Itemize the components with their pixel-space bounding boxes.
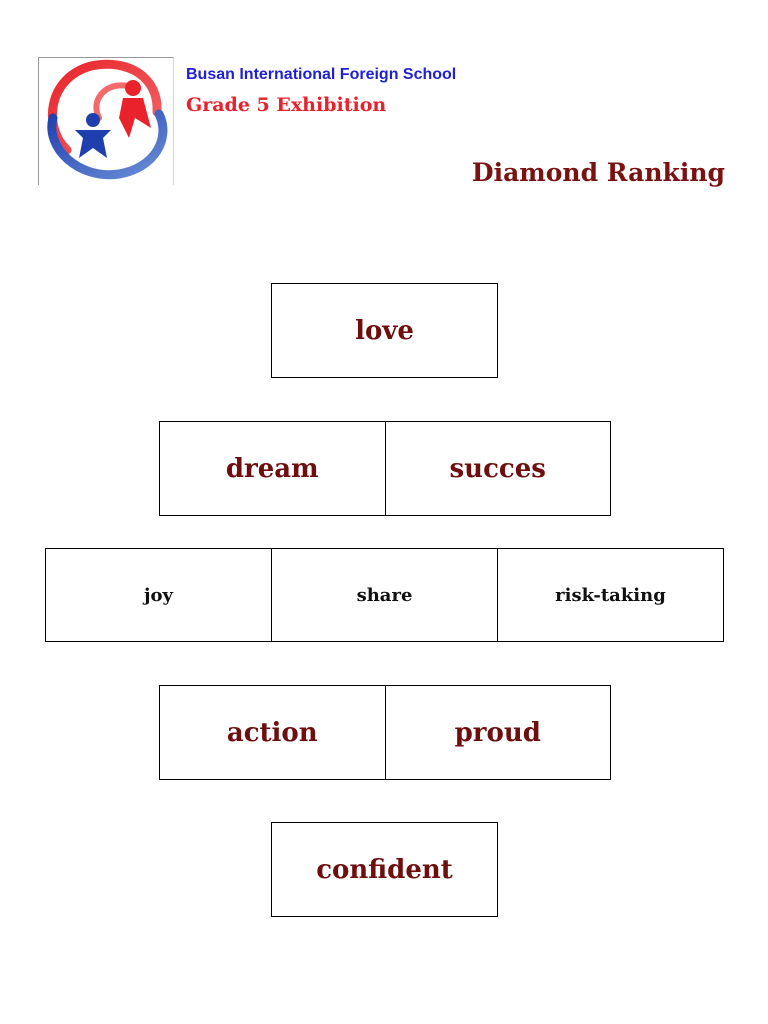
diamond-row-1: love (271, 283, 498, 378)
diamond-cell: confident (316, 854, 453, 885)
diamond-cell: love (355, 315, 414, 346)
diamond-row-5: confident (271, 822, 498, 917)
diamond-row-3: joy share risk-taking (45, 548, 724, 642)
diamond-cell: proud (384, 686, 611, 779)
page-title: Diamond Ranking (471, 158, 725, 187)
diamond-cell: succes (384, 422, 611, 515)
school-logo-icon (38, 57, 174, 185)
diamond-cell: share (271, 549, 497, 641)
diamond-cell: risk-taking (497, 549, 723, 641)
diamond-cell: dream (225, 453, 319, 484)
diamond-cell: action (226, 717, 318, 748)
diamond-row-4: action proud (159, 685, 611, 780)
exhibition-title: Grade 5 Exhibition (186, 94, 387, 116)
diamond-cell: joy (144, 584, 173, 606)
school-name: Busan International Foreign School (186, 66, 457, 83)
diamond-row-2: dream succes (159, 421, 611, 516)
